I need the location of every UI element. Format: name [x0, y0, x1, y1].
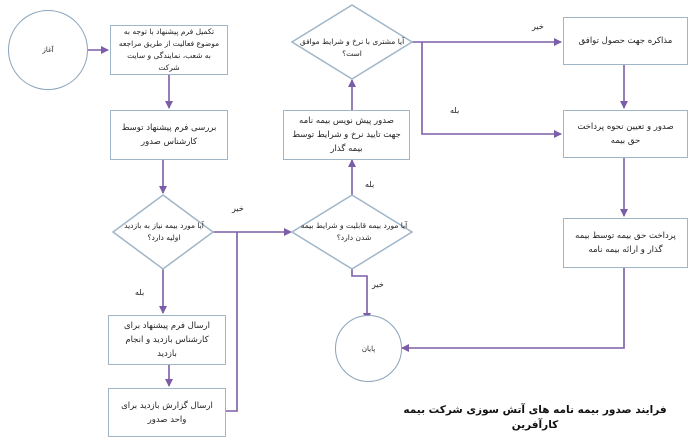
- arrow-report-to-qinsurable: [226, 232, 238, 412]
- decision-insurable: [290, 194, 414, 270]
- fill-form-box: تکمیل فرم پیشنهاد با توجه به موضوع فعالی…: [110, 25, 228, 75]
- send-expert-box: ارسال فرم پیشنهاد برای کارشناس بازدید و …: [108, 315, 226, 365]
- arrow-payment-to-end: [401, 268, 625, 352]
- start-node: آغاز: [8, 10, 88, 90]
- arrow-qagree-yes: [421, 42, 562, 138]
- decision-visit-label: آیا مورد بیمه نیاز به بازدید اولیه دارد؟: [124, 221, 204, 242]
- draft-label: صدور پیش نویس بیمه نامه جهت تایید نرخ و …: [292, 116, 401, 154]
- end-label: پایان: [361, 344, 376, 353]
- diagram-title: فرایند صدور بیمه نامه های آتش سوزی شرکت …: [403, 404, 667, 431]
- decision-visit: [111, 194, 215, 270]
- review-form-label: بررسی فرم پیشنهاد توسط کارشناس صدور: [121, 123, 217, 147]
- send-expert-label: ارسال فرم پیشنهاد برای کارشناس بازدید و …: [124, 321, 210, 359]
- send-report-label: ارسال گزارش بازدید برای واحد صدور: [121, 400, 213, 425]
- decision-agree-label: آیا مشتری با نرخ و شرایط موافق است؟: [299, 37, 405, 58]
- issue-box: صدور و تعیین نحوه پرداخت حق بیمه: [563, 110, 688, 158]
- fill-form-label: تکمیل فرم پیشنهاد با توجه به موضوع فعالی…: [118, 27, 220, 72]
- label-yes-agree: بله: [450, 106, 460, 115]
- payment-label: پرداخت حق بیمه توسط بیمه گذار و ارائه بی…: [575, 231, 676, 255]
- send-report-box: ارسال گزارش بازدید برای واحد صدور: [108, 388, 226, 437]
- label-no-visit: خیر: [232, 204, 244, 213]
- draft-box: صدور پیش نویس بیمه نامه جهت تایید نرخ و …: [283, 110, 410, 160]
- decision-insurable-label: آیا مورد بیمه قابلیت و شرایط بیمه شدن دا…: [300, 221, 408, 242]
- negotiate-box: مذاکره جهت حصول توافق: [563, 17, 688, 65]
- review-form-box: بررسی فرم پیشنهاد توسط کارشناس صدور: [110, 110, 228, 160]
- end-node: پایان: [335, 315, 402, 382]
- negotiate-label: مذاکره جهت حصول توافق: [578, 36, 673, 46]
- label-yes-insurable: بله: [365, 180, 375, 189]
- payment-box: پرداخت حق بیمه توسط بیمه گذار و ارائه بی…: [563, 218, 688, 268]
- decision-agree: [290, 4, 414, 80]
- label-no-insurable: خیر: [372, 280, 384, 289]
- label-yes-visit: بله: [135, 288, 145, 297]
- arrow-qinsurable-no: [351, 268, 371, 321]
- start-label: آغاز: [42, 46, 54, 54]
- label-no-agree: خیر: [532, 22, 544, 31]
- issue-label: صدور و تعیین نحوه پرداخت حق بیمه: [577, 122, 674, 146]
